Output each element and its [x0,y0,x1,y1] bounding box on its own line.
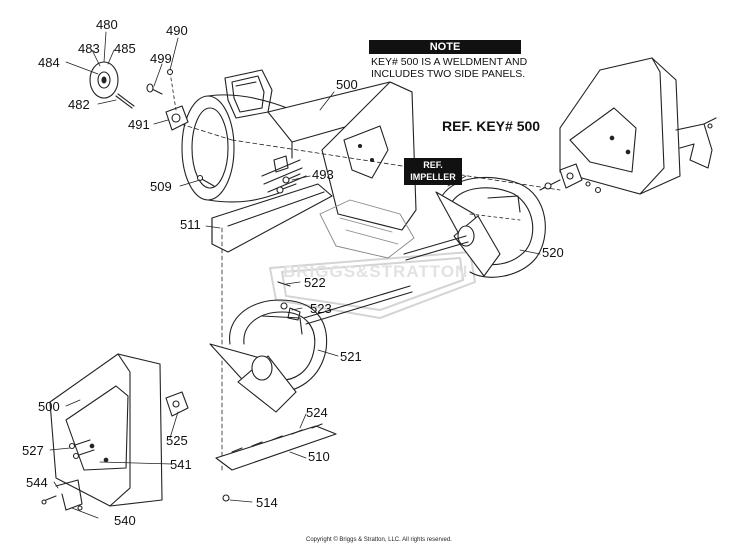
part-label: 493 [312,167,334,182]
part-label: 500 [336,77,358,92]
ref-impeller-line-1: REF. [423,160,443,170]
part-label: 524 [306,405,328,420]
watermark-shield [269,251,476,319]
part-label: 514 [256,495,278,510]
brand-watermark: BRIGGS&STRATTON [283,262,469,281]
ref-impeller-line-2: IMPELLER [410,172,456,182]
part-label: 523 [310,301,332,316]
part-label: 483 [78,41,100,56]
part-label: 520 [542,245,564,260]
part-label: 482 [68,97,90,112]
copyright-notice: Copyright © Briggs & Stratton, LLC. All … [306,537,452,543]
auger-housing [167,69,561,253]
part-label: 541 [170,457,192,472]
side-panel-right [539,57,717,195]
part-label: 540 [114,513,136,528]
part-label: 491 [128,117,150,132]
part-label: 525 [166,433,188,448]
impeller-outline [319,199,415,259]
auger-520 [403,176,546,278]
ref-key-label: REF. KEY# 500 [442,118,541,134]
part-label: 522 [304,275,326,290]
leader-lines [49,31,541,519]
scraper-bar [215,423,337,502]
part-label: 510 [308,449,330,464]
part-label: 484 [38,55,60,70]
part-label: 511 [180,217,201,232]
part-label: 499 [150,51,172,66]
auger-521 [209,299,328,413]
part-label: 490 [166,23,188,38]
note-body: KEY# 500 IS A WELDMENT AND INCLUDES TWO … [371,56,531,80]
part-label: 500 [38,399,60,414]
ref-impeller-box: REF. IMPELLER [404,158,462,185]
part-label: 527 [22,443,44,458]
part-label: 521 [340,349,362,364]
part-label: 485 [114,41,136,56]
part-label: 509 [150,179,172,194]
note-line-2: INCLUDES TWO SIDE PANELS. [371,68,526,80]
part-label: 480 [96,17,118,32]
note-line-1: KEY# 500 IS A WELDMENT AND [371,56,528,68]
side-panel-left [41,353,189,511]
note-heading: NOTE [369,40,521,54]
part-label: 544 [26,475,48,490]
